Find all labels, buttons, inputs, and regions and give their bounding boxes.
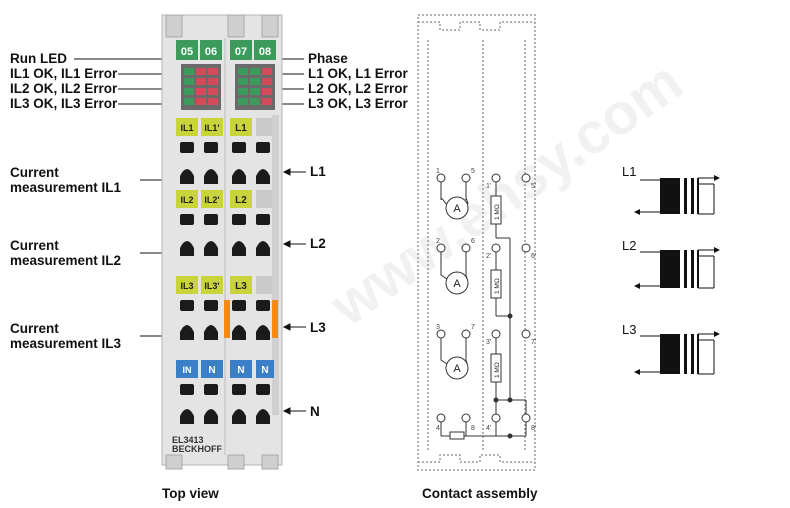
l3-status-label-right: L3 OK, L3 Error — [308, 96, 408, 111]
ammeter-3-label: A — [453, 363, 461, 375]
transformer-l1 — [634, 175, 720, 215]
brand-name: BECKHOFF — [172, 444, 222, 454]
contact-group-3 — [180, 300, 270, 340]
contact-group-2 — [180, 214, 270, 256]
transformer-l2 — [634, 247, 720, 289]
contact-assembly-caption: Contact assembly — [422, 486, 538, 501]
ammeter-labels: A A A — [453, 203, 461, 375]
l3-terminal-label: L3 — [310, 320, 326, 335]
resistor-3-label: 1 MΩ — [494, 362, 501, 378]
pin-8: 8 — [471, 425, 475, 432]
pin-5-prime: 5' — [531, 183, 536, 190]
l1-status-label-left: IL1 OK, IL1 Error — [10, 66, 118, 81]
tag-row-l1: IL1 IL1' L1 — [176, 118, 272, 136]
tag-l2: L2 — [235, 195, 247, 206]
orange-marker-left — [224, 300, 230, 338]
n-terminal-label: N — [310, 404, 320, 419]
led-number-07: 07 — [235, 46, 247, 58]
current-l2-label-a: Current — [10, 238, 59, 253]
tag-il2: IL2 — [180, 195, 193, 205]
orange-marker-right — [272, 300, 278, 338]
pin-6: 6 — [471, 238, 475, 245]
pin-6-prime: 6' — [531, 253, 536, 260]
tag-il1: IL1 — [180, 123, 193, 133]
pin-labels: 1 2 3 4 5 6 7 8 1' 2' 3' 4' 5' 6' 7' 8' — [436, 168, 536, 432]
tag-n-2: N — [237, 365, 244, 376]
tag-l3: L3 — [235, 281, 247, 292]
ammeter-2-label: A — [453, 278, 461, 290]
tag-il3: IL3 — [180, 281, 193, 291]
contact-assembly-circuit — [436, 173, 531, 440]
spring-contacts — [180, 142, 270, 424]
model-number: EL3413 — [172, 435, 204, 445]
resistor-1-label: 1 MΩ — [494, 204, 501, 220]
l2-terminal-label: L2 — [310, 236, 326, 251]
pin-4: 4 — [436, 425, 440, 432]
current-l2-label-b: measurement IL2 — [10, 253, 122, 268]
pin-3-prime: 3' — [486, 339, 491, 346]
phase-label: Phase — [308, 51, 348, 66]
transformer-l3-label: L3 — [622, 322, 637, 337]
tag-il1-prime: IL1' — [204, 123, 219, 133]
led-number-05: 05 — [181, 46, 193, 58]
pin-7-prime: 7' — [531, 339, 536, 346]
transformer-l1-label: L1 — [622, 164, 637, 179]
led-row-1 — [184, 68, 272, 75]
pin-8-prime: 8' — [531, 425, 536, 432]
tag-in: IN — [183, 365, 192, 375]
tag-row-l3: IL3 IL3' L3 — [176, 276, 272, 294]
tag-l1: L1 — [235, 123, 247, 134]
status-leds — [181, 64, 275, 110]
transformer-l3 — [634, 331, 720, 375]
pin-3: 3 — [436, 324, 440, 331]
pin-2: 2 — [436, 238, 440, 245]
pin-1: 1 — [436, 168, 440, 175]
tag-n-3: N — [261, 365, 268, 376]
resistor-2-label: 1 MΩ — [494, 278, 501, 294]
led-row-3 — [184, 88, 272, 95]
pin-5: 5 — [471, 168, 475, 175]
l3-status-label-left: IL3 OK, IL3 Error — [10, 96, 118, 111]
tag-row-l2: IL2 IL2' L2 — [176, 190, 272, 208]
run-led-label: Run LED — [10, 51, 67, 66]
pin-7: 7 — [471, 324, 475, 331]
led-number-08: 08 — [259, 46, 271, 58]
tag-row-n: IN N N N — [176, 360, 274, 378]
led-row-4 — [184, 98, 272, 105]
current-l3-label-b: measurement IL3 — [10, 336, 122, 351]
led-number-plates: 05 06 07 08 — [176, 40, 276, 60]
l2-status-label-right: L2 OK, L2 Error — [308, 81, 408, 96]
contact-group-4 — [180, 384, 270, 424]
pin-1-prime: 1' — [486, 183, 491, 190]
l1-terminal-label: L1 — [310, 164, 326, 179]
pin-4-prime: 4' — [486, 425, 491, 432]
tag-il3-prime: IL3' — [204, 281, 219, 291]
led-number-06: 06 — [205, 46, 217, 58]
current-l3-label-a: Current — [10, 321, 59, 336]
tag-il2-prime: IL2' — [204, 195, 219, 205]
contact-group-1 — [180, 142, 270, 184]
current-l1-label-a: Current — [10, 165, 59, 180]
led-row-2 — [184, 78, 272, 85]
tag-n-1: N — [208, 365, 215, 376]
l2-status-label-left: IL2 OK, IL2 Error — [10, 81, 118, 96]
ammeter-1-label: A — [453, 203, 461, 215]
pin-2-prime: 2' — [486, 253, 491, 260]
current-l1-label-b: measurement IL1 — [10, 180, 122, 195]
transformer-l2-label: L2 — [622, 238, 637, 253]
top-view-caption: Top view — [162, 486, 219, 501]
l1-status-label-right: L1 OK, L1 Error — [308, 66, 408, 81]
resistor-labels: 1 MΩ 1 MΩ 1 MΩ — [494, 204, 501, 378]
